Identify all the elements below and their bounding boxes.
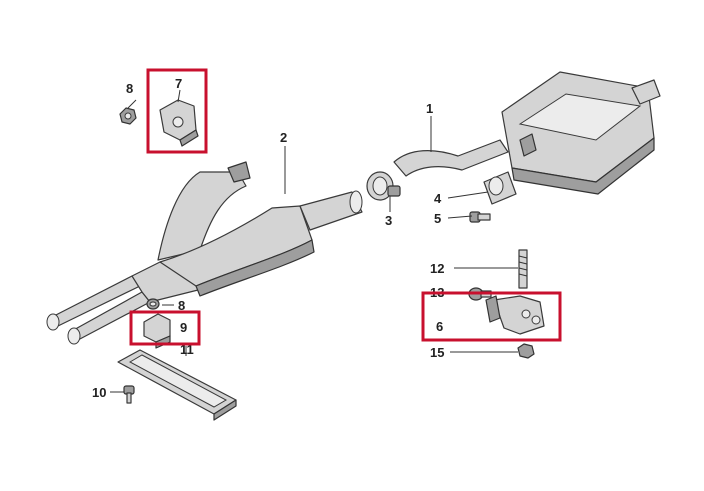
callout-labels: 1 2 3 4 5 6 7 8 8 9 10 11 12 13 15 [92,76,444,400]
bolt-part [469,211,491,223]
callout-6: 6 [436,319,443,334]
callout-9: 9 [180,320,187,335]
nut-part-top [119,107,137,125]
callout-4: 4 [434,191,442,206]
bracket-part-top [159,99,199,147]
callout-1: 1 [426,101,433,116]
callout-8-bottom: 8 [178,298,185,313]
stud-part [518,249,528,289]
bracket-part-bottom [143,313,171,349]
red-box-icon [146,68,208,154]
front-pipe-resonator-part [46,161,363,345]
callout-7: 7 [175,76,182,91]
nut-part-bottom [146,298,160,310]
rear-muffler-part [393,71,661,195]
callout-10: 10 [92,385,106,400]
callout-12: 12 [430,261,444,276]
callout-11: 11 [180,342,194,357]
callout-15: 15 [430,345,444,360]
hanger-bracket-part [485,295,545,335]
red-box-icon [129,310,201,346]
heat-shield-part [117,349,237,421]
screw-part [123,385,135,404]
callout-3: 3 [385,213,392,228]
nut-part-15 [517,343,535,359]
leader-lines [110,89,518,393]
pipe-clamp-part [366,171,401,201]
callout-5: 5 [434,211,441,226]
rubber-mount-part [483,171,517,205]
callout-2: 2 [280,130,287,145]
highlight-boxes [129,68,562,346]
callout-8-top: 8 [126,81,133,96]
red-box-icon [421,291,562,342]
